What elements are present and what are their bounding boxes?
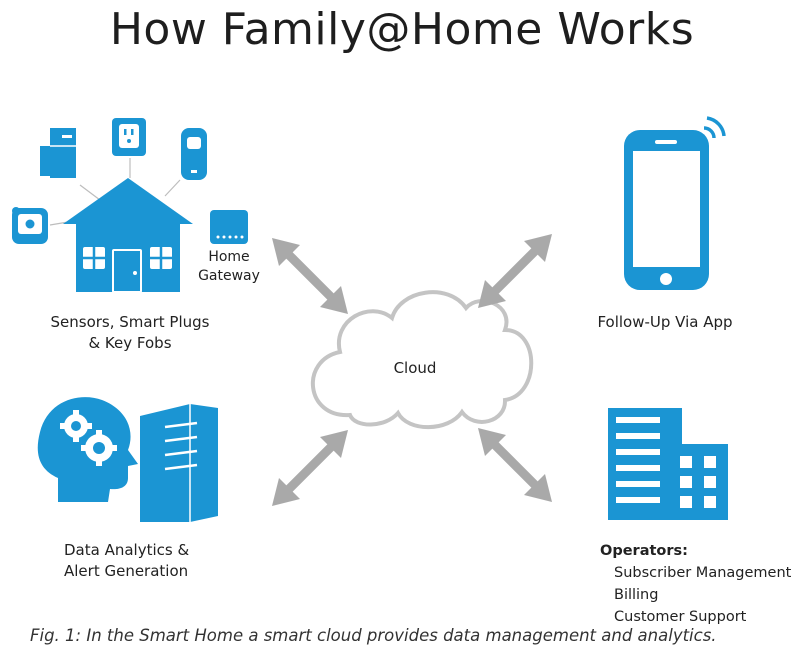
arrow-analytics-cloud	[272, 430, 348, 506]
device-connector-lines	[49, 158, 181, 226]
smart-plug-icon	[112, 118, 146, 156]
house-icon	[63, 178, 193, 293]
arrow-operators-cloud	[478, 428, 552, 502]
diagram-title: How Family@Home Works	[109, 4, 695, 55]
home-gateway-icon	[210, 210, 248, 244]
home-devices-label-line2: & Key Fobs	[88, 334, 172, 352]
smartphone-icon	[624, 116, 726, 290]
gateway-label-line2: Gateway	[198, 268, 260, 284]
operators-item-billing: Billing	[614, 587, 659, 603]
home-devices-label: Sensors, Smart Plugs & Key Fobs	[20, 312, 240, 354]
home-devices-label-line1: Sensors, Smart Plugs	[50, 313, 210, 331]
office-building-icon	[608, 408, 728, 520]
analytics-label: Data Analytics & Alert Generation	[64, 540, 264, 582]
operators-item-subscriber: Subscriber Management	[614, 565, 792, 581]
figure-caption: Fig. 1: In the Smart Home a smart cloud …	[30, 626, 717, 645]
server-icon	[140, 404, 218, 522]
analytics-label-line1: Data Analytics &	[64, 541, 190, 559]
gateway-label: Home Gateway	[196, 248, 262, 286]
cloud-label: Cloud	[393, 359, 437, 377]
operators-block: Operators: Subscriber Management Billing…	[600, 540, 804, 628]
key-fob-icon	[181, 128, 207, 180]
arrow-home-cloud	[272, 238, 348, 314]
app-label: Follow-Up Via App	[597, 313, 733, 331]
operators-heading: Operators:	[600, 543, 688, 559]
camera-sensor-icon	[12, 207, 48, 244]
arrow-app-cloud	[478, 234, 552, 308]
analytics-head-icon	[37, 397, 138, 502]
analytics-label-line2: Alert Generation	[64, 562, 189, 580]
cloud-icon	[310, 290, 534, 430]
fridge-sensor-icon	[40, 128, 76, 178]
operators-item-support: Customer Support	[614, 609, 747, 625]
gateway-label-line1: Home	[208, 249, 250, 265]
